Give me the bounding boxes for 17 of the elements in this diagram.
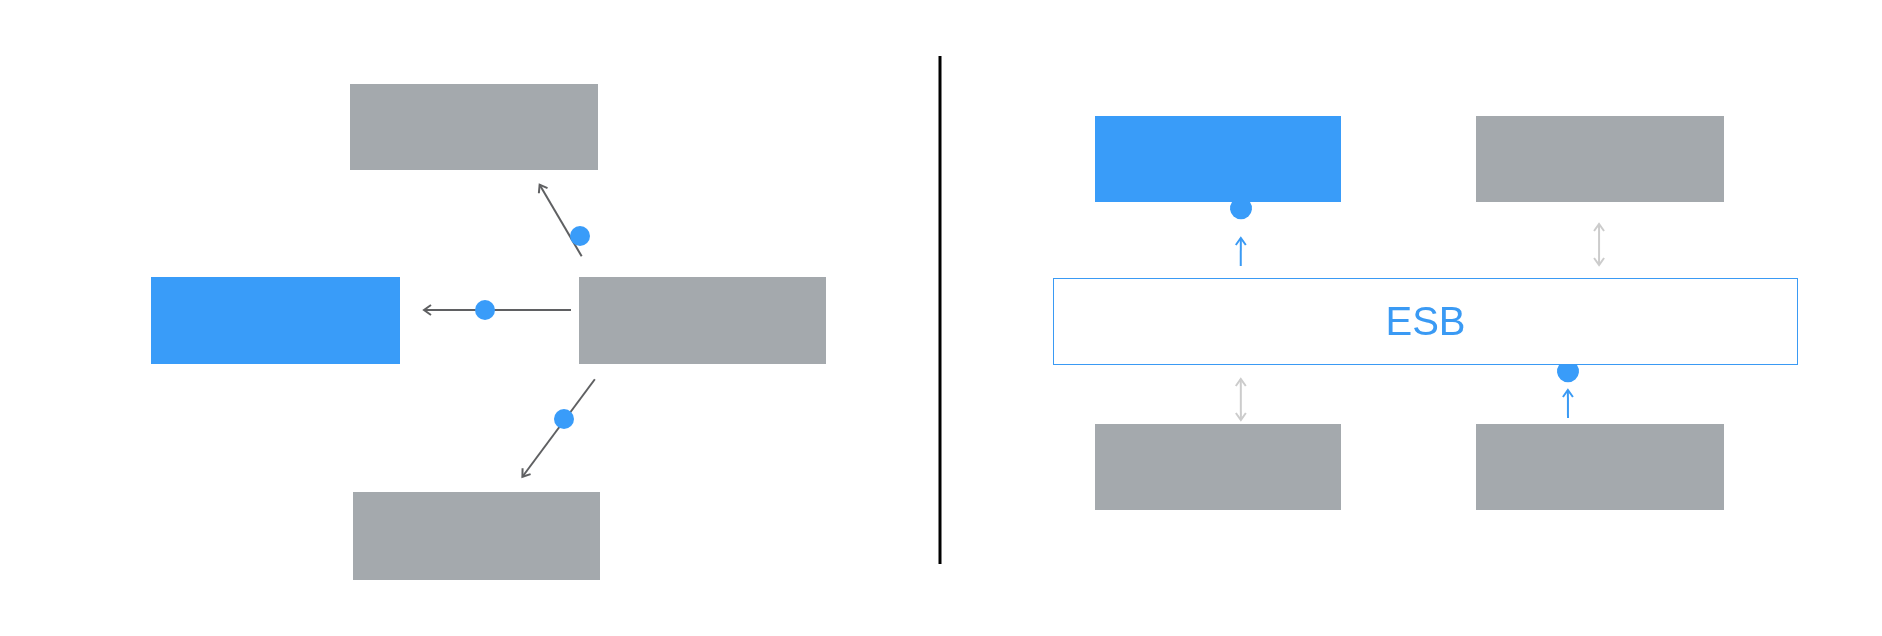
system-box [1476,424,1724,510]
arrow [423,304,572,317]
bus-box [1053,278,1798,365]
arrow [1234,237,1247,267]
arrow [1593,223,1606,266]
arrow [537,183,583,258]
system-box [350,84,598,170]
bus-label: ESB [1385,299,1466,344]
system-box [151,277,400,364]
arrow [1561,389,1574,419]
system-box [353,492,600,580]
arrow [1234,378,1247,421]
system-box [1095,116,1341,202]
system-box [579,277,826,364]
system-box [1476,116,1724,202]
arrow [521,378,596,478]
system-box [1095,424,1341,510]
